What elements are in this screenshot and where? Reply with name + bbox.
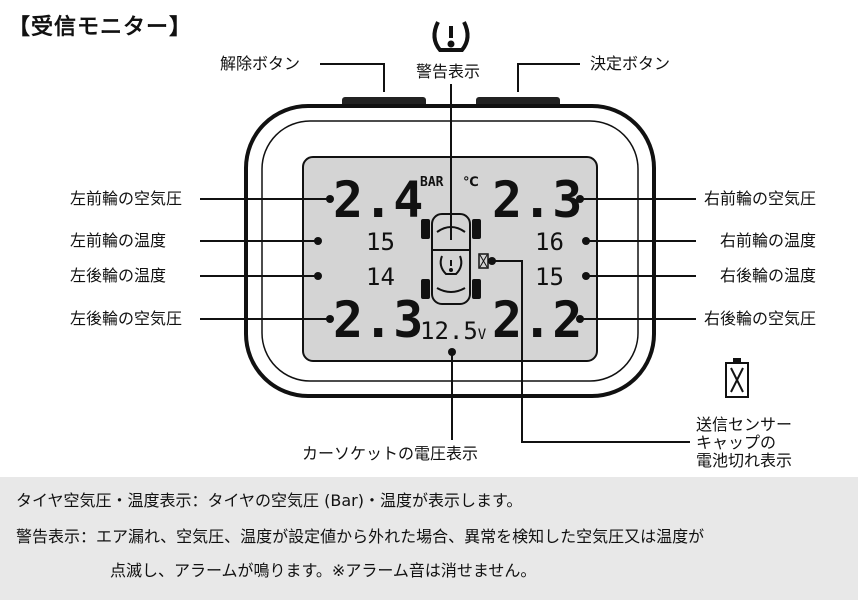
note-line-2: 警告表示：エア漏れ、空気圧、温度が設定値から外れた場合、異常を検知した空気圧又は…	[16, 527, 705, 546]
battery-icon	[725, 358, 749, 398]
lcd-fr-pressure: 2.3	[492, 171, 583, 229]
label-confirm-button: 決定ボタン	[590, 54, 671, 73]
lcd-voltage-value: 12.5	[420, 317, 478, 345]
lcd-rr-temp: 15	[535, 263, 564, 291]
label-battery-line1: 送信センサー	[696, 415, 793, 434]
label-rl-pressure: 左後輪の空気圧	[70, 309, 183, 328]
warning-icon	[432, 21, 470, 52]
lcd-rl-temp: 14	[366, 263, 395, 291]
label-fl-pressure: 左前輪の空気圧	[70, 189, 183, 208]
label-fr-pressure: 右前輪の空気圧	[704, 189, 817, 208]
leader-lines	[200, 63, 696, 443]
lcd-unit-bar: BAR	[420, 175, 444, 190]
label-fl-temp: 左前輪の温度	[70, 231, 167, 250]
lcd-fr-temp: 16	[535, 228, 564, 256]
lcd-rl-pressure: 2.3	[333, 291, 424, 349]
notes-panel	[0, 477, 858, 600]
label-battery-line2: キャップの	[696, 433, 777, 452]
note-line-3: 点滅し、アラームが鳴ります。※アラーム音は消せません。	[110, 561, 537, 580]
lcd-warning-icon	[439, 255, 463, 275]
label-fr-temp: 右前輪の温度	[720, 231, 817, 250]
page-title: 【受信モニター】	[8, 15, 193, 40]
label-rl-temp: 左後輪の温度	[70, 266, 167, 285]
label-rr-pressure: 右後輪の空気圧	[704, 309, 817, 328]
lcd-voltage-unit: V	[477, 327, 487, 343]
tire-icons	[421, 219, 481, 299]
lcd-fl-pressure: 2.4	[333, 171, 424, 229]
label-voltage-display: カーソケットの電圧表示	[302, 444, 479, 463]
lcd-unit-celsius: ℃	[463, 175, 479, 190]
label-rr-temp: 右後輪の温度	[720, 266, 817, 285]
lcd-fl-temp: 15	[366, 228, 395, 256]
label-battery-line3: 電池切れ表示	[696, 451, 793, 470]
label-warning-display: 警告表示	[416, 62, 481, 81]
lcd-rr-pressure: 2.2	[492, 291, 583, 349]
label-release-button: 解除ボタン	[220, 54, 301, 73]
lcd-voltage: 12.5V	[420, 317, 486, 349]
note-line-1: タイヤ空気圧・温度表示：タイヤの空気圧 (Bar)・温度が表示します。	[16, 491, 523, 510]
